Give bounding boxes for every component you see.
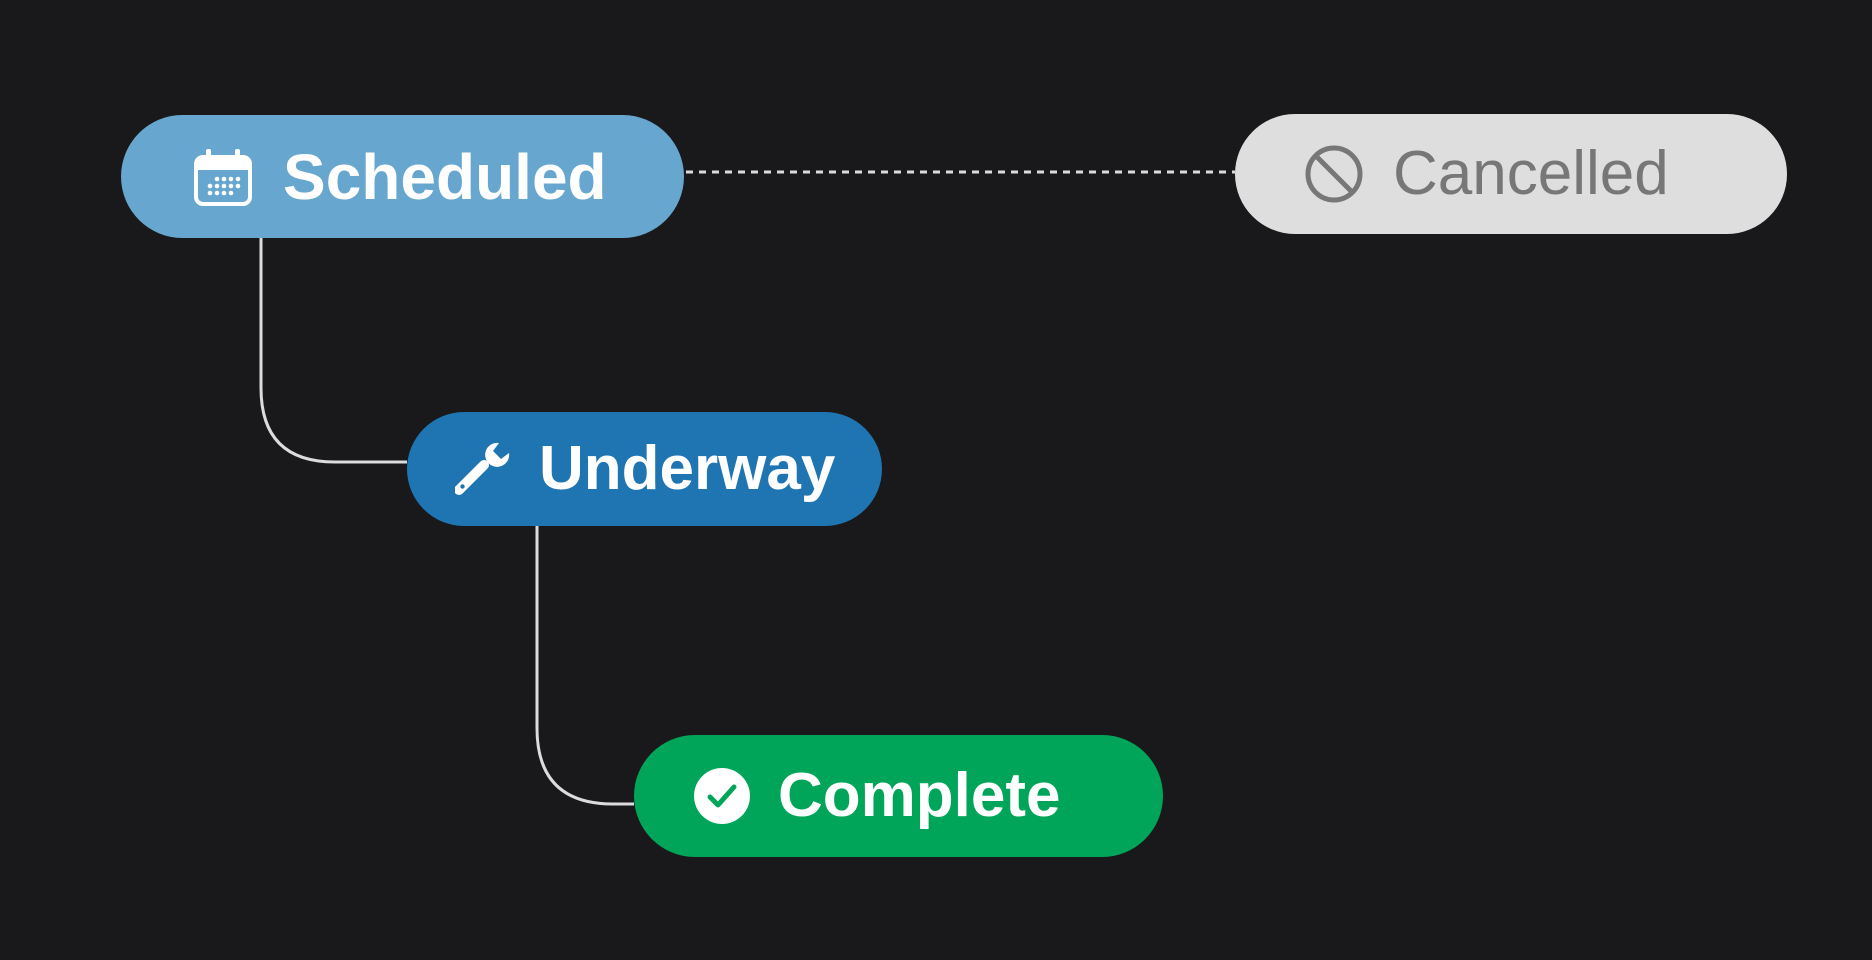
complete-node[interactable]: Complete bbox=[634, 735, 1163, 857]
prohibited-icon bbox=[1303, 143, 1365, 205]
wrench-icon bbox=[455, 441, 511, 497]
cancelled-label: Cancelled bbox=[1393, 139, 1669, 208]
edge-scheduled-to-underway bbox=[259, 238, 407, 464]
underway-label: Underway bbox=[539, 434, 836, 503]
scheduled-label: Scheduled bbox=[283, 140, 607, 213]
calendar-icon bbox=[193, 147, 253, 207]
check-circle-icon bbox=[692, 766, 752, 826]
underway-node[interactable]: Underway bbox=[407, 412, 882, 526]
edge-underway-to-complete bbox=[535, 526, 634, 806]
cancelled-node[interactable]: Cancelled bbox=[1235, 114, 1787, 234]
scheduled-node[interactable]: Scheduled bbox=[121, 115, 684, 238]
complete-label: Complete bbox=[778, 761, 1061, 830]
